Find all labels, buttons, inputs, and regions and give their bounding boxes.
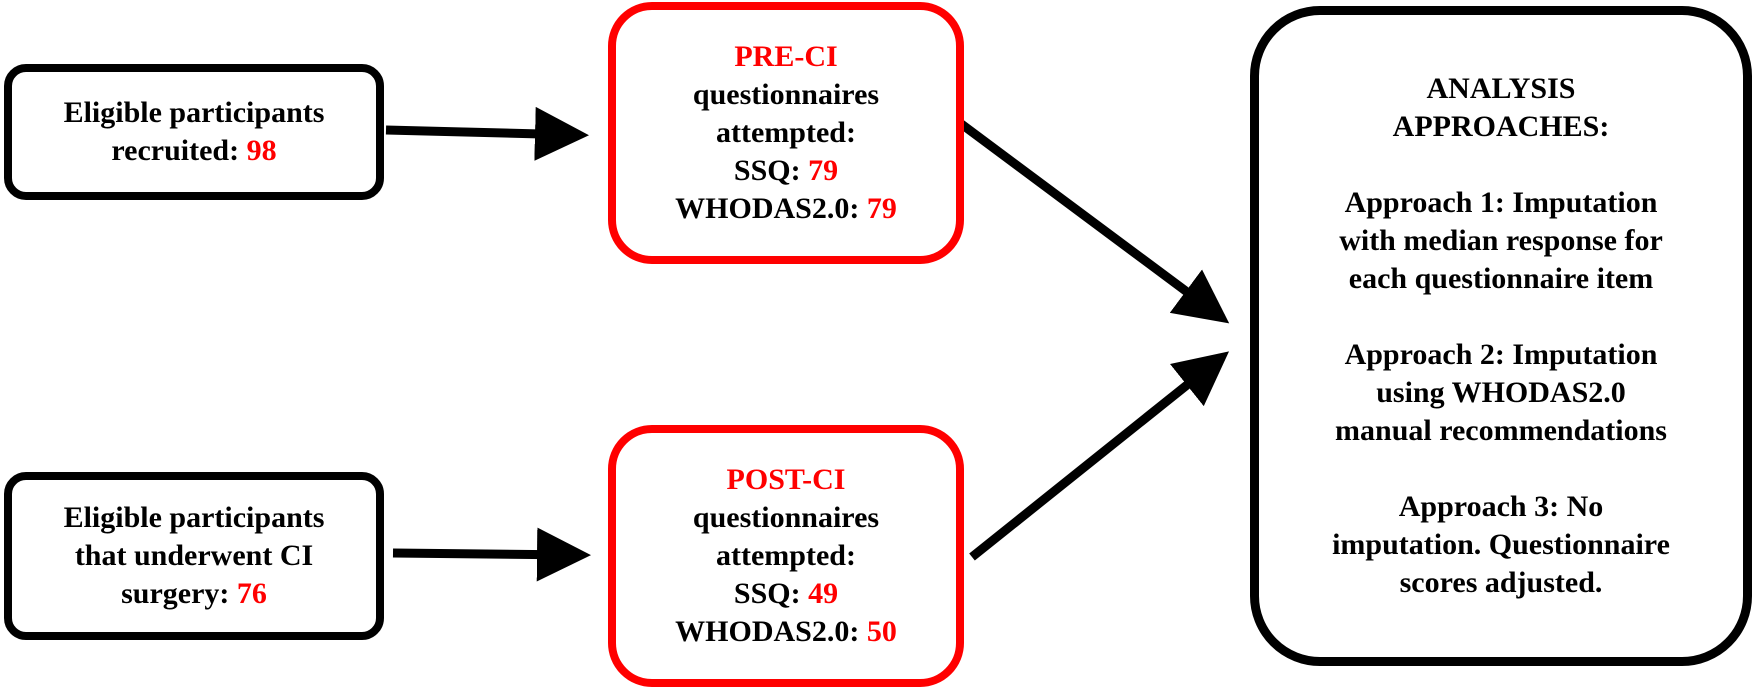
- arrow-pre-to-analysis: [957, 119, 1230, 324]
- post-ci-line1: questionnaires: [692, 501, 880, 534]
- pre-ssq-value: 79: [808, 154, 839, 187]
- approach1-line3: each questionnaire item: [1348, 262, 1654, 295]
- analysis-title1: ANALYSIS: [1426, 72, 1576, 105]
- recruited-box: Eligible participants recruited: 98: [4, 64, 384, 200]
- surgery-line3: surgery:: [121, 577, 237, 610]
- pre-ci-title: PRE-CI: [734, 40, 838, 73]
- approach2-line3: manual recommendations: [1335, 414, 1667, 447]
- recruited-line2: recruited:: [111, 134, 247, 167]
- recruited-line1: Eligible participants: [63, 96, 325, 129]
- approach2-line1: Approach 2: Imputation: [1344, 338, 1658, 371]
- post-whodas-label: WHODAS2.0:: [675, 615, 867, 648]
- approach3-line2: imputation. Questionnaire: [1332, 528, 1670, 561]
- analysis-box: ANALYSIS APPROACHES: Approach 1: Imputat…: [1250, 6, 1752, 666]
- surgery-box: Eligible participants that underwent CI …: [4, 472, 384, 640]
- post-ci-title: POST-CI: [726, 463, 846, 496]
- approach3-line1: Approach 3: No: [1398, 490, 1604, 523]
- post-ssq-value: 49: [808, 577, 839, 610]
- post-ci-line2: attempted:: [716, 539, 856, 572]
- approach1-line1: Approach 1: Imputation: [1344, 186, 1658, 219]
- surgery-count: 76: [236, 577, 267, 610]
- post-ci-box: POST-CI questionnaires attempted: SSQ: 4…: [608, 425, 964, 687]
- surgery-line2: that underwent CI: [74, 539, 314, 572]
- recruited-count: 98: [246, 134, 277, 167]
- arrow-post-to-analysis: [969, 351, 1230, 561]
- pre-ssq-label: SSQ:: [733, 154, 809, 187]
- post-whodas-value: 50: [866, 615, 897, 648]
- approach1-line2: with median response for: [1339, 224, 1663, 257]
- analysis-title2: APPROACHES:: [1392, 110, 1610, 143]
- arrow-surgery-to-post: [392, 527, 591, 582]
- pre-ci-box: PRE-CI questionnaires attempted: SSQ: 79…: [608, 2, 964, 264]
- pre-whodas-value: 79: [866, 192, 897, 225]
- approach3-line3: scores adjusted.: [1399, 566, 1603, 599]
- pre-ci-line2: attempted:: [716, 116, 856, 149]
- approach2-line2: using WHODAS2.0: [1376, 376, 1626, 409]
- post-ssq-label: SSQ:: [733, 577, 809, 610]
- pre-ci-line1: questionnaires: [692, 78, 880, 111]
- pre-whodas-label: WHODAS2.0:: [675, 192, 867, 225]
- surgery-line1: Eligible participants: [63, 501, 325, 534]
- arrow-recruited-to-pre: [385, 106, 589, 161]
